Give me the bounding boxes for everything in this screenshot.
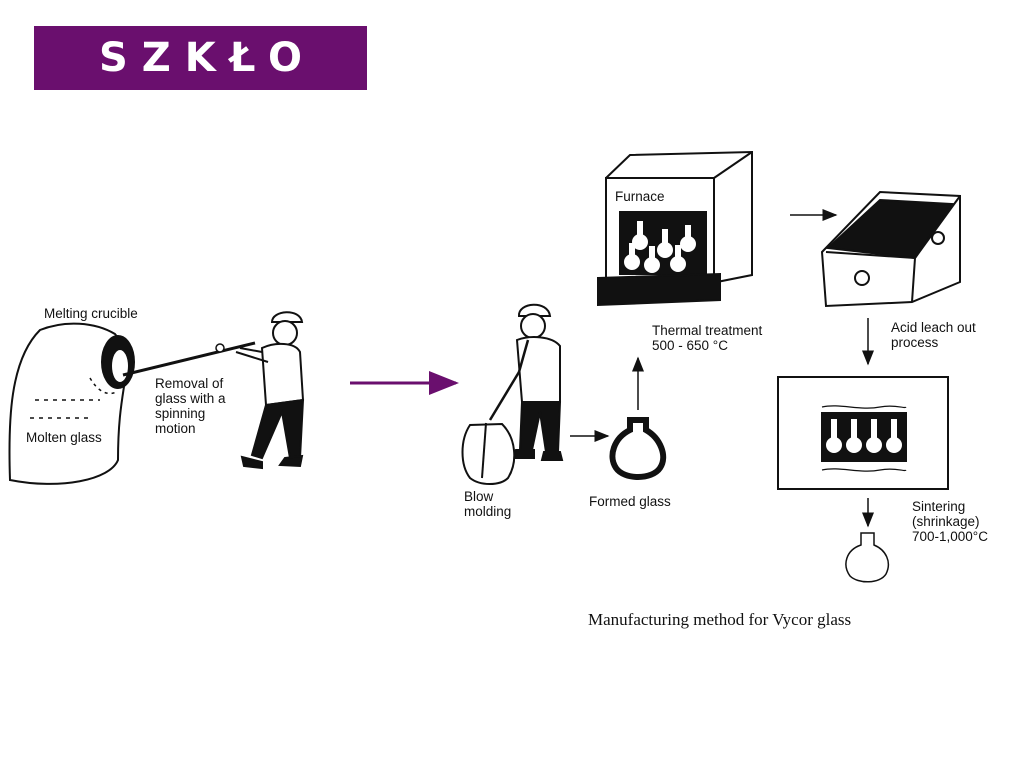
formed-glass-drawing [609,417,667,480]
blow-mold-drawing [461,422,516,485]
acid-leach-tank-drawing [820,190,961,308]
sintering-box-drawing [777,376,949,490]
acid-leach-label: Acid leach out process [891,320,976,350]
thermal-treatment-label: Thermal treatment 500 - 650 °C [652,323,763,353]
figure-caption: Manufacturing method for Vycor glass [588,610,852,629]
page-title: SZKŁO [98,35,317,81]
title-banner: SZKŁO [34,26,367,90]
furnace-label: Furnace [615,189,665,204]
melting-crucible-label: Melting crucible [44,306,138,321]
sintering-label: Sintering (shrinkage) 700-1,000°C [912,499,988,544]
sintered-flask-drawing [845,532,890,583]
worker-figure-right [488,303,564,461]
blow-molding-label: Blow molding [464,489,512,519]
removal-label: Removal of glass with a spinning motion [155,376,226,436]
worker-figure-left [235,311,305,470]
molten-glass-label: Molten glass [26,430,102,445]
furnace-drawing [597,150,753,307]
blowpipe-rod [122,341,256,377]
melting-crucible-drawing [8,322,135,485]
formed-glass-label: Formed glass [589,494,671,509]
